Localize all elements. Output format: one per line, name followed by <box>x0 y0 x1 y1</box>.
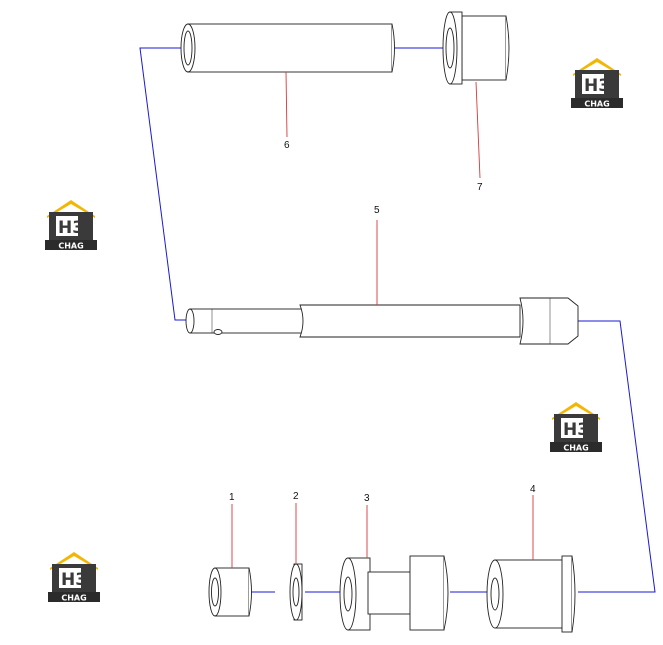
part-3-spool-bushing <box>339 505 449 631</box>
label-part-2: 2 <box>293 491 299 502</box>
label-part-6: 6 <box>284 140 290 151</box>
logo-text: CHAG <box>58 242 83 251</box>
bush-body <box>494 559 564 629</box>
pin-large-section <box>299 304 521 338</box>
bush-flange <box>561 555 573 633</box>
sleeve-bore <box>211 577 219 607</box>
pin-small-section <box>189 308 305 334</box>
pin-end-face <box>185 308 195 334</box>
logo-mark: H3 <box>563 420 589 440</box>
tube-bore <box>183 30 193 66</box>
sleeve-end-right <box>248 567 252 617</box>
logo-mark: H3 <box>61 570 87 590</box>
label-part-3: 3 <box>364 493 370 504</box>
logo-text: CHAG <box>563 444 588 453</box>
part-1-bushing-sleeve <box>208 504 252 617</box>
logo-text: CHAG <box>584 100 609 109</box>
watermark-logo: H3 CHAG <box>48 552 100 603</box>
bush-bore <box>490 577 500 611</box>
watermark-logo: H3 CHAG <box>550 402 602 453</box>
bush-flange-edge <box>571 555 576 633</box>
spool-core <box>367 571 413 615</box>
watermark-logo: H3 CHAG <box>45 200 97 251</box>
logo-text: CHAG <box>61 594 86 603</box>
label-part-5: 5 <box>374 205 380 216</box>
cap-bore <box>445 27 455 69</box>
assembly-lines <box>139 47 656 593</box>
watermark-logo: H3 CHAG <box>571 58 623 109</box>
logo-mark: H3 <box>584 76 610 96</box>
cap-body <box>461 15 507 81</box>
axis-pin-to-bush <box>577 320 656 593</box>
part-6-tube <box>180 23 395 138</box>
tube-end-right <box>391 23 395 73</box>
pin-head <box>519 297 579 345</box>
tube-body <box>187 23 393 73</box>
leader-6 <box>285 71 288 138</box>
part-2-washer <box>289 503 303 621</box>
label-part-4: 4 <box>530 484 536 495</box>
part-4-flanged-bushing <box>486 495 576 633</box>
logo-mark: H3 <box>58 218 84 238</box>
washer-bore <box>292 577 300 607</box>
leader-7 <box>475 81 481 179</box>
label-part-1: 1 <box>229 492 235 503</box>
part-5-pin-shaft <box>185 220 579 345</box>
spool-bore <box>343 576 353 612</box>
label-part-7: 7 <box>477 182 483 193</box>
part-7-flanged-cap <box>442 11 510 179</box>
axis-tube-to-pin <box>139 47 190 321</box>
cap-end-right <box>505 15 510 81</box>
part-labels: 6 7 5 1 2 3 4 <box>229 140 536 504</box>
pin-cross-hole <box>213 329 223 335</box>
spool-end-right <box>443 555 449 631</box>
spool-right-flange <box>409 555 445 631</box>
